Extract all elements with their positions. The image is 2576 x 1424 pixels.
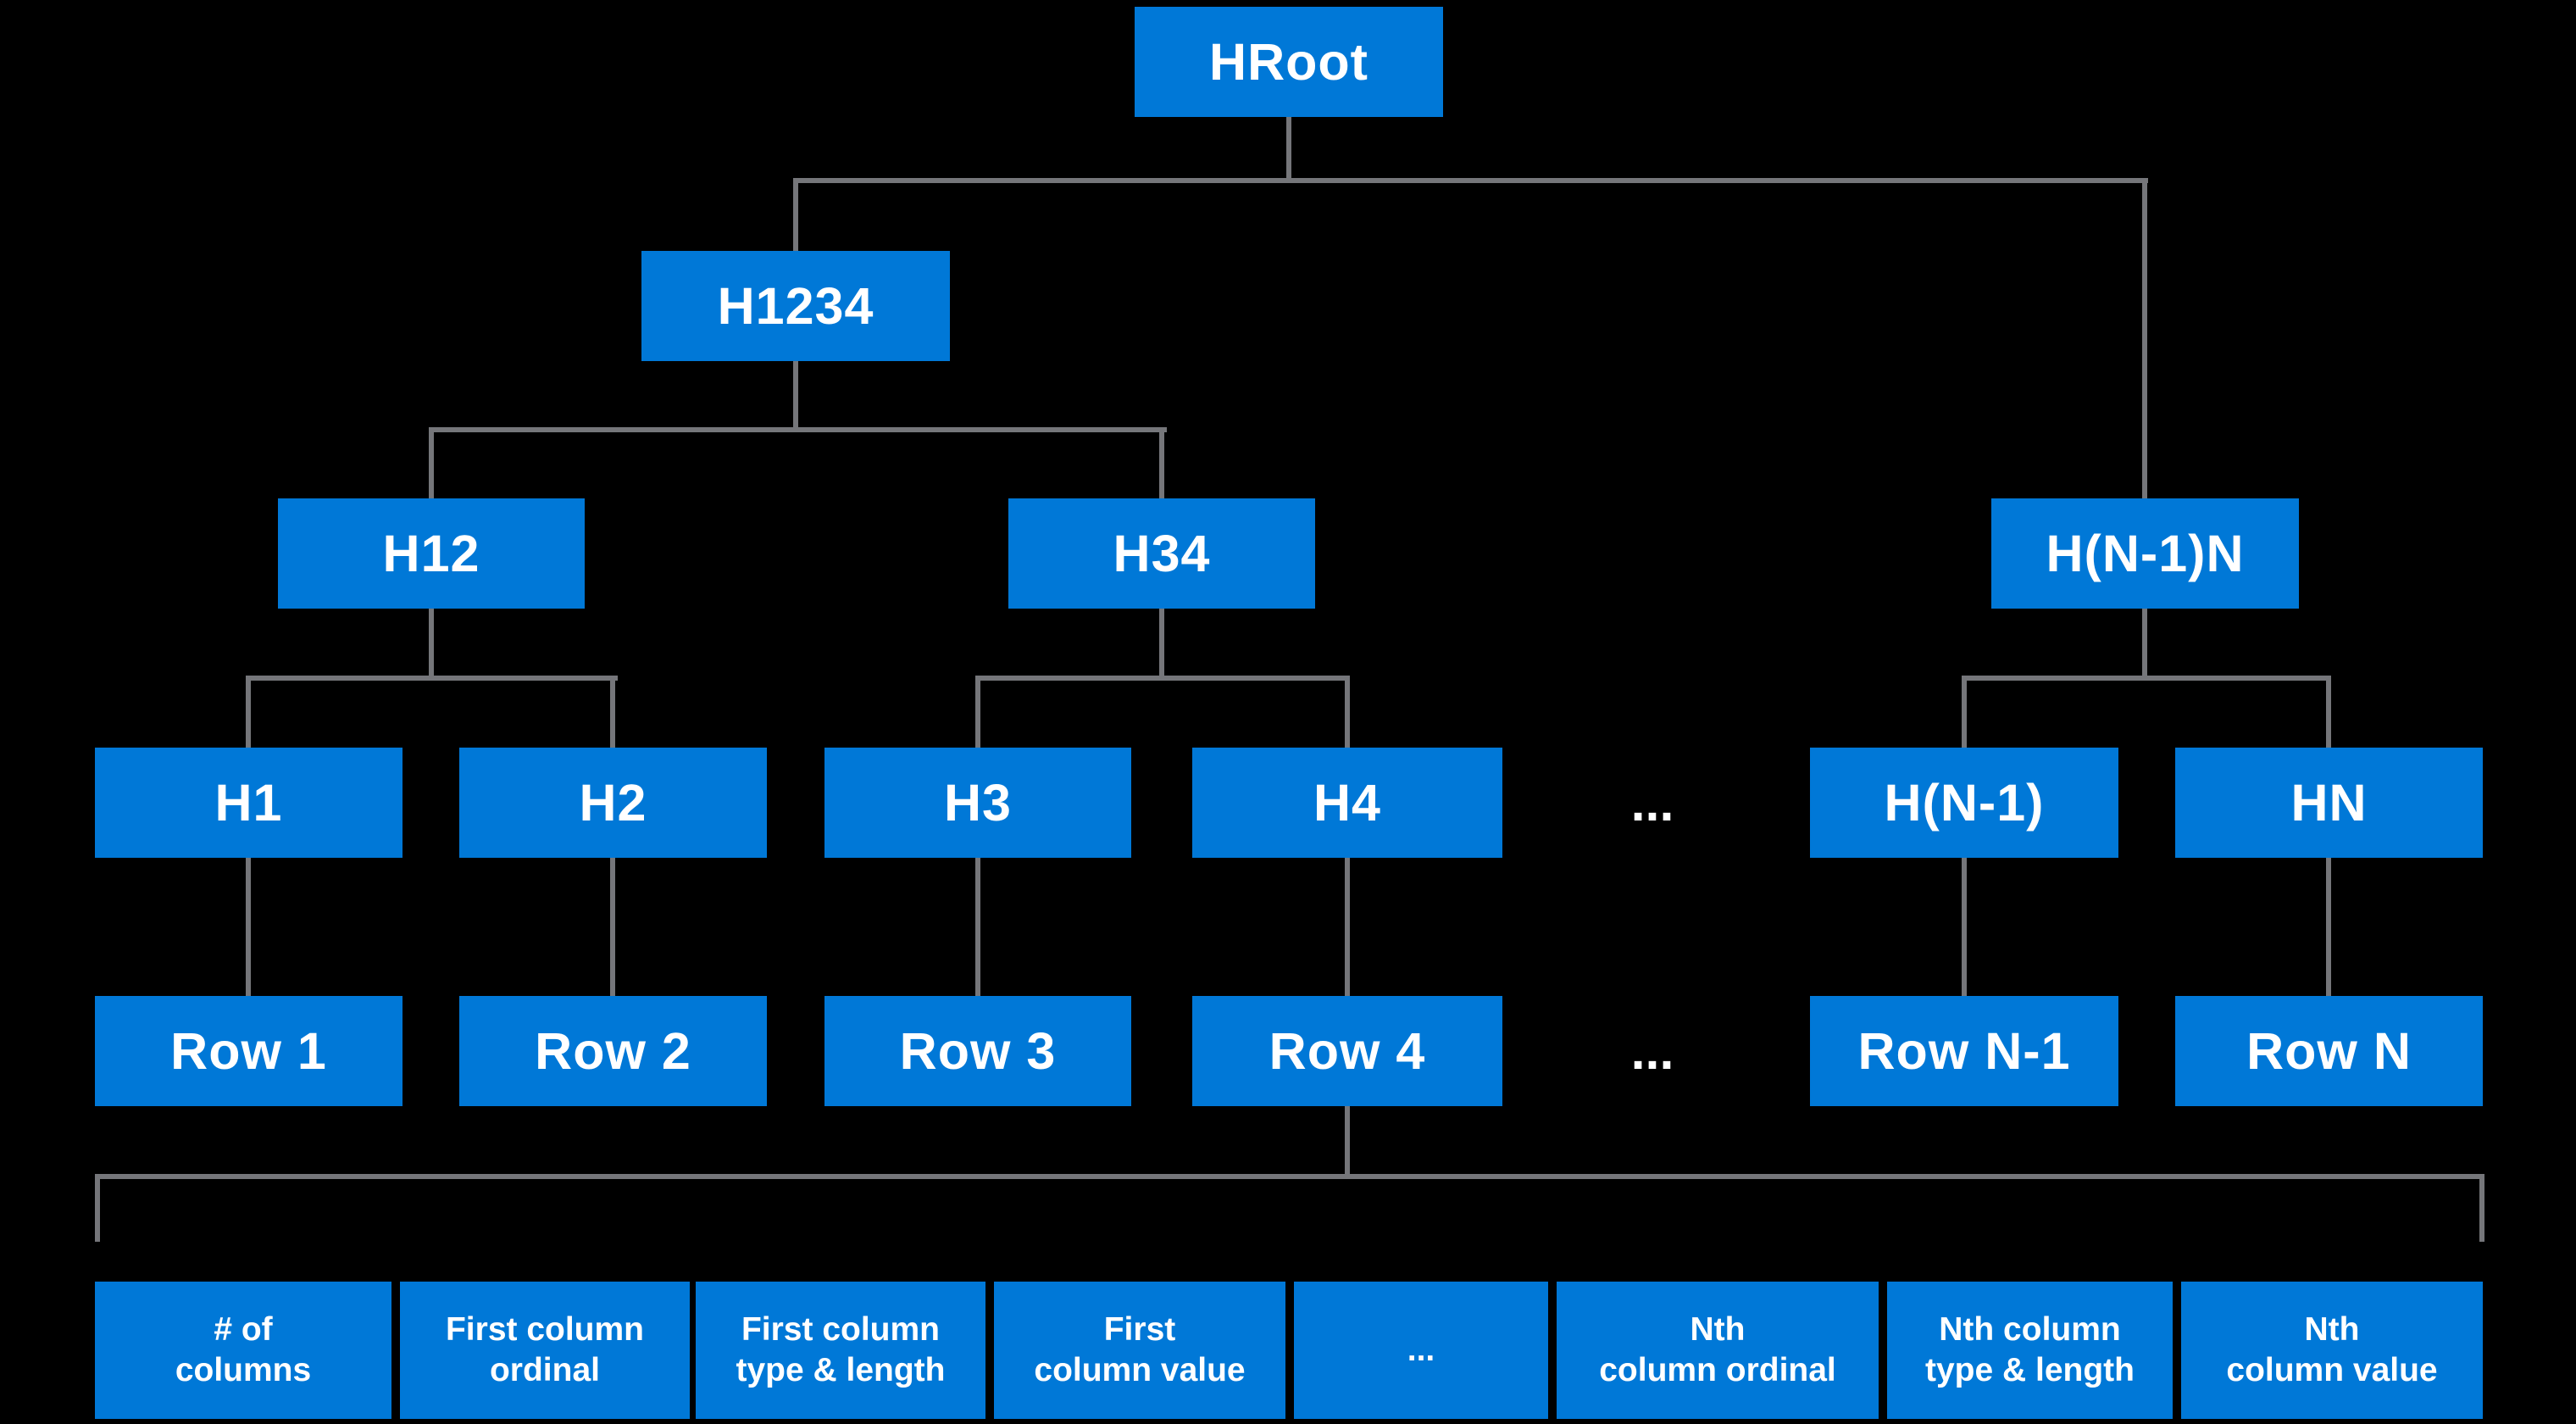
connector-bracket3b-left-v <box>975 681 980 748</box>
field-nth-column-value: Nth column value <box>2181 1282 2483 1419</box>
connector-bracket2-left-v <box>429 432 434 498</box>
node-row4: Row 4 <box>1192 996 1502 1106</box>
connector-bracket2-h <box>429 427 1167 432</box>
connector-h3-row3 <box>975 858 980 996</box>
connector-h2-row2 <box>610 858 615 996</box>
connector-h1-row1 <box>246 858 251 996</box>
connector-hn1n-stub <box>2142 609 2147 678</box>
connector-bracket2-right-v <box>1159 432 1164 498</box>
connector-hn1-rown1 <box>1962 858 1967 996</box>
field-first-column-type-length: First column type & length <box>696 1282 985 1419</box>
connector-h1234-stub <box>793 361 798 430</box>
node-hn: HN <box>2175 748 2483 858</box>
field-nth-column-type-length: Nth column type & length <box>1887 1282 2173 1419</box>
node-h1234: H1234 <box>641 251 950 361</box>
node-row3: Row 3 <box>824 996 1131 1106</box>
node-h3: H3 <box>824 748 1131 858</box>
node-h4: H4 <box>1192 748 1502 858</box>
connector-bracket1-right-v <box>2142 183 2147 498</box>
node-h1: H1 <box>95 748 402 858</box>
node-row2: Row 2 <box>459 996 767 1106</box>
node-hn1n: H(N-1)N <box>1991 498 2299 609</box>
connector-row4-stub <box>1345 1106 1350 1176</box>
field-nth-column-ordinal: Nth column ordinal <box>1557 1282 1879 1419</box>
node-hroot: HRoot <box>1135 7 1443 117</box>
node-hn1: H(N-1) <box>1810 748 2118 858</box>
connector-bracket3b-h <box>975 676 1350 681</box>
node-rown: Row N <box>2175 996 2483 1106</box>
connector-bracket3a-right-v <box>610 681 615 748</box>
node-h12: H12 <box>278 498 585 609</box>
connector-bracket3c-right-v <box>2326 681 2331 748</box>
field-first-column-value: First column value <box>994 1282 1285 1419</box>
node-row1: Row 1 <box>95 996 402 1106</box>
connector-bracket3b-right-v <box>1345 681 1350 748</box>
connector-bracket1-left-v <box>793 183 798 251</box>
connector-bracket4-h <box>95 1174 2484 1179</box>
connector-h4-row4 <box>1345 858 1350 996</box>
connector-h34-stub <box>1159 609 1164 678</box>
field-num-columns: # of columns <box>95 1282 391 1419</box>
connector-bracket3c-h <box>1962 676 2331 681</box>
connector-bracket3a-h <box>246 676 618 681</box>
field-first-column-ordinal: First column ordinal <box>400 1282 690 1419</box>
connector-bracket4-left-v <box>95 1179 100 1242</box>
ellipsis-row-level: ... <box>1630 1022 1674 1080</box>
connector-hn-rown <box>2326 858 2331 996</box>
connector-bracket1-h <box>793 178 2148 183</box>
connector-bracket3c-left-v <box>1962 681 1967 748</box>
connector-bracket4-right-v <box>2479 1179 2484 1242</box>
connector-root-stub <box>1286 117 1291 181</box>
node-h34: H34 <box>1008 498 1315 609</box>
connector-h12-stub <box>429 609 434 678</box>
connector-bracket3a-left-v <box>246 681 251 748</box>
ellipsis-hash-level: ... <box>1630 774 1674 832</box>
node-rown1: Row N-1 <box>1810 996 2118 1106</box>
field-ellipsis: ... <box>1294 1282 1548 1419</box>
node-h2: H2 <box>459 748 767 858</box>
